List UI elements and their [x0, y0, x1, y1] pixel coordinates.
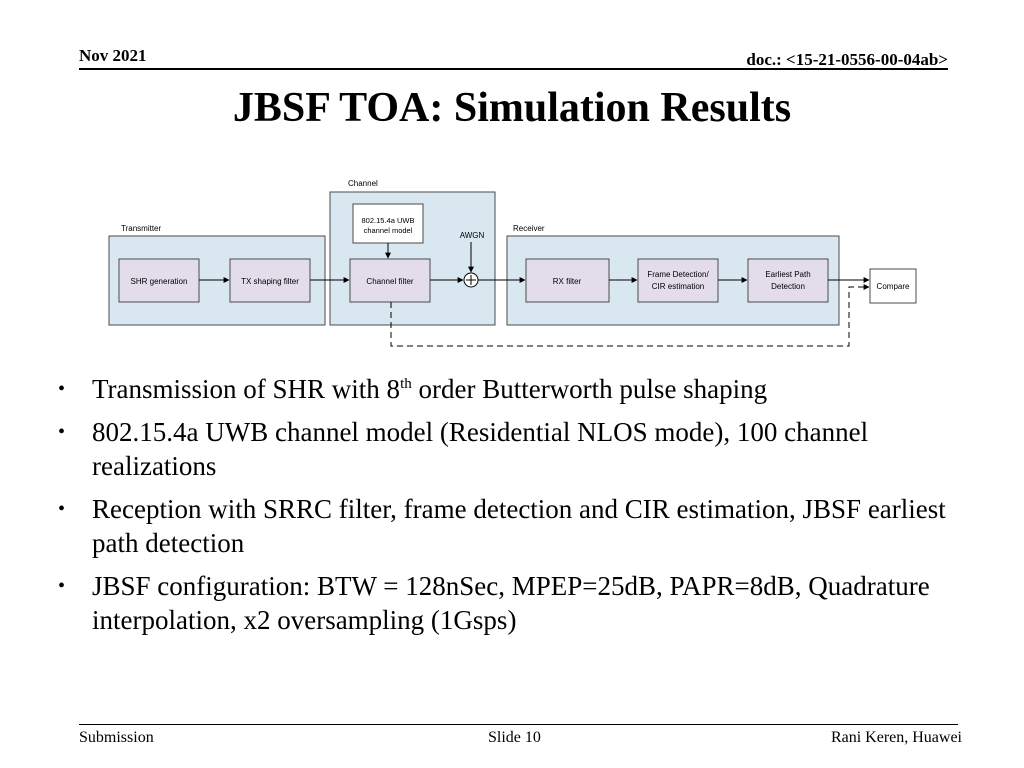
compare-label: Compare: [877, 282, 910, 291]
transmitter-label: Transmitter: [121, 224, 161, 233]
bullet-1-sup: th: [400, 376, 412, 392]
rx-filter-label: RX filter: [553, 277, 582, 286]
bullet-1-post: order Butterworth pulse shaping: [411, 374, 768, 404]
bullet-3-text: Reception with SRRC filter, frame detect…: [92, 494, 946, 558]
bullet-2-text: 802.15.4a UWB channel model (Residential…: [92, 417, 869, 481]
channel-filter-label: Channel filter: [366, 277, 413, 286]
header-date: Nov 2021: [79, 46, 147, 65]
footer-rule: [79, 724, 958, 725]
bullet-item: •Reception with SRRC filter, frame detec…: [58, 494, 946, 558]
shr-generation-block: [118, 258, 200, 303]
header-doc-id: doc.: <15-21-0556-00-04ab>: [746, 50, 948, 69]
earliest-path-line1: Earliest Path: [765, 270, 810, 279]
footer-author: Rani Keren, Huawei: [830, 729, 962, 746]
awgn-label: AWGN: [460, 231, 485, 240]
earliest-path-line2: Detection: [771, 282, 805, 291]
channel-label: Channel: [348, 179, 378, 188]
footer-submission: Submission: [79, 729, 154, 746]
receiver-label: Receiver: [513, 224, 545, 233]
uwb-model-line2: channel model: [364, 226, 413, 235]
uwb-model-block: [352, 203, 424, 244]
header-rule: [79, 68, 948, 70]
earliest-path-block: [747, 258, 829, 303]
rx-filter-block: [525, 258, 610, 303]
frame-detection-line2: CIR estimation: [652, 282, 704, 291]
bullet-item: •802.15.4a UWB channel model (Residentia…: [58, 417, 869, 481]
shr-generation-label: SHR generation: [131, 277, 188, 286]
signal-arrows: [199, 242, 870, 283]
compare-block: [869, 268, 917, 304]
block-diagram: Channel Transmitter Receiver 802.15.4a U…: [108, 179, 917, 347]
bullet-list: •Transmission of SHR with 8th order Butt…: [58, 372, 958, 646]
footer-slide-number: Slide 10: [488, 729, 541, 746]
tx-shaping-filter-block: [229, 258, 311, 303]
bullet-1-pre: Transmission of SHR with 8: [92, 374, 401, 404]
bullet-item: •JBSF configuration: BTW = 128nSec, MPEP…: [58, 571, 930, 635]
slide-title: JBSF TOA: Simulation Results: [232, 85, 792, 131]
reference-dashed-path: [390, 284, 870, 347]
frame-detection-block: [637, 258, 719, 303]
frame-detection-line1: Frame Detection/: [647, 270, 709, 279]
uwb-model-line1: 802.15.4a UWB: [362, 216, 415, 225]
bullet-4-text: JBSF configuration: BTW = 128nSec, MPEP=…: [92, 571, 930, 635]
tx-shaping-filter-label: TX shaping filter: [241, 277, 299, 286]
bullet-item: •Transmission of SHR with 8th order Butt…: [58, 374, 768, 404]
channel-filter-block: [349, 258, 431, 303]
